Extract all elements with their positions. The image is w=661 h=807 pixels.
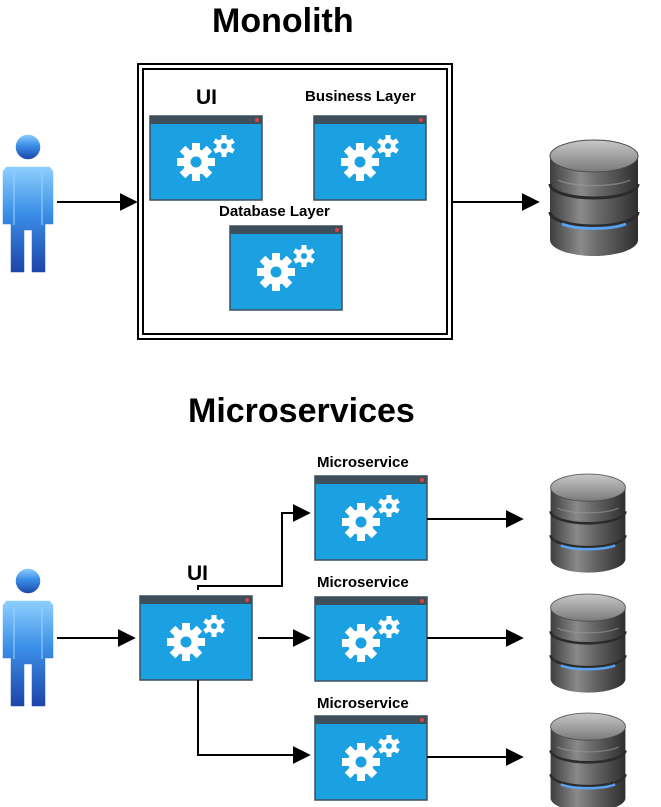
- microservices-connectors: [57, 504, 524, 766]
- monolith-database-icon: [548, 138, 640, 258]
- microservices-title: Microservices: [188, 392, 415, 430]
- microservice-window-icon-2: [314, 596, 428, 682]
- microservices-ui-window-icon: [139, 595, 253, 681]
- monolith-database-window-icon: [229, 225, 343, 311]
- monolith-business-layer-label: Business Layer: [305, 88, 416, 105]
- microservice-window-icon-3: [314, 715, 428, 801]
- microservice-database-icon-3: [549, 711, 627, 807]
- microservice-label-3: Microservice: [317, 695, 409, 712]
- monolith-business-window-icon: [313, 115, 427, 201]
- monolith-ui-label: UI: [196, 86, 217, 109]
- user-icon: [1, 567, 55, 708]
- user-icon: [1, 133, 55, 274]
- microservice-database-icon-2: [549, 592, 627, 694]
- microservice-label-1: Microservice: [317, 454, 409, 471]
- microservice-window-icon-1: [314, 475, 428, 561]
- monolith-title: Monolith: [212, 2, 354, 40]
- monolith-ui-window-icon: [149, 115, 263, 201]
- monolith-database-layer-label: Database Layer: [219, 203, 330, 220]
- microservices-ui-label: UI: [187, 562, 208, 585]
- microservice-label-2: Microservice: [317, 574, 409, 591]
- microservice-database-icon-1: [549, 472, 627, 574]
